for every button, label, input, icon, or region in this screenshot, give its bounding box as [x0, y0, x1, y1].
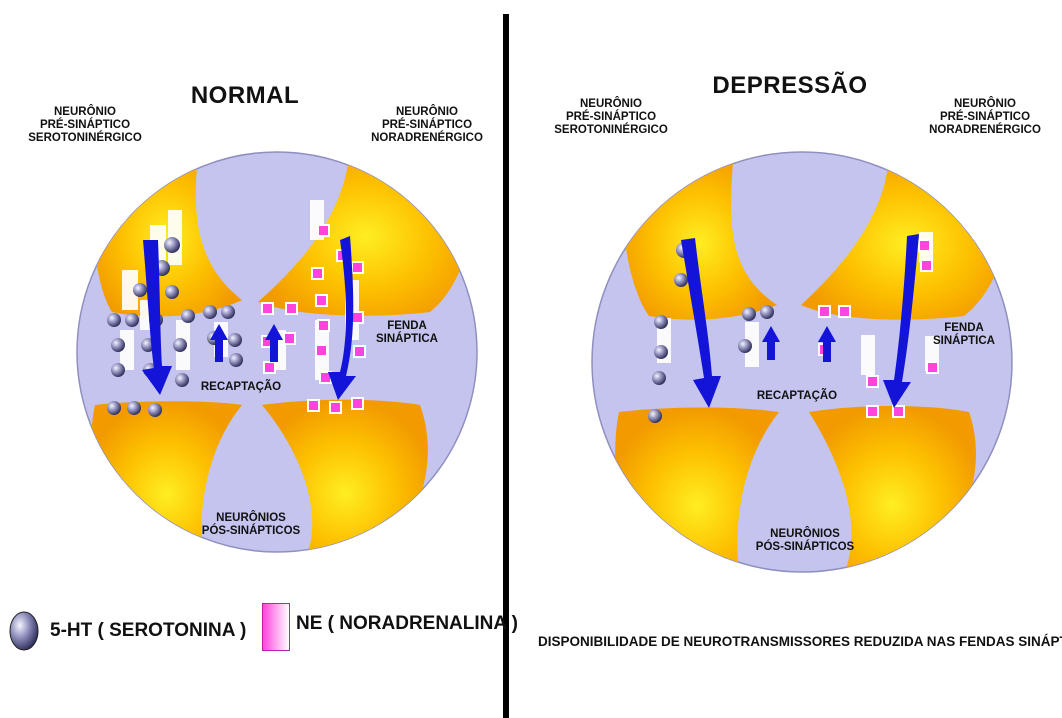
synaptic-cleft-label: FENDA SINÁPTICA	[372, 320, 442, 346]
depression-caption: DISPONIBILIDADE DE NEUROTRANSMISSORES RE…	[538, 634, 1062, 649]
presynaptic-noradrenergic-label: NEURÔNIO PRÉ-SINÁPTICO NORADRENÉRGICO	[352, 106, 502, 146]
normal-title: NORMAL	[180, 82, 310, 110]
presynaptic-serotonergic-label: NEURÔNIO PRÉ-SINÁPTICO SEROTONINÉRGICO	[20, 106, 150, 146]
presynaptic-serotonergic-label: NEURÔNIO PRÉ-SINÁPTICO SEROTONINÉRGICO	[546, 98, 676, 138]
noradrenaline-legend-label: NE ( NORADRENALINA )	[296, 613, 518, 635]
serotonin-legend-icon	[8, 610, 40, 652]
reuptake-label: RECAPTAÇÃO	[196, 381, 286, 394]
reuptake-label: RECAPTAÇÃO	[752, 390, 842, 403]
postsynaptic-label: NEURÔNIOS PÓS-SINÁPTICOS	[750, 528, 860, 554]
noradrenaline-legend-icon	[262, 603, 290, 651]
presynaptic-noradrenergic-label: NEURÔNIO PRÉ-SINÁPTICO NORADRENÉRGICO	[910, 98, 1060, 138]
synaptic-cleft-label: FENDA SINÁPTICA	[928, 322, 1000, 348]
serotonin-legend-label: 5-HT ( SEROTONINA )	[50, 620, 246, 642]
postsynaptic-label: NEURÔNIOS PÓS-SINÁPTICOS	[196, 512, 306, 538]
depression-title: DEPRESSÃO	[705, 72, 875, 100]
